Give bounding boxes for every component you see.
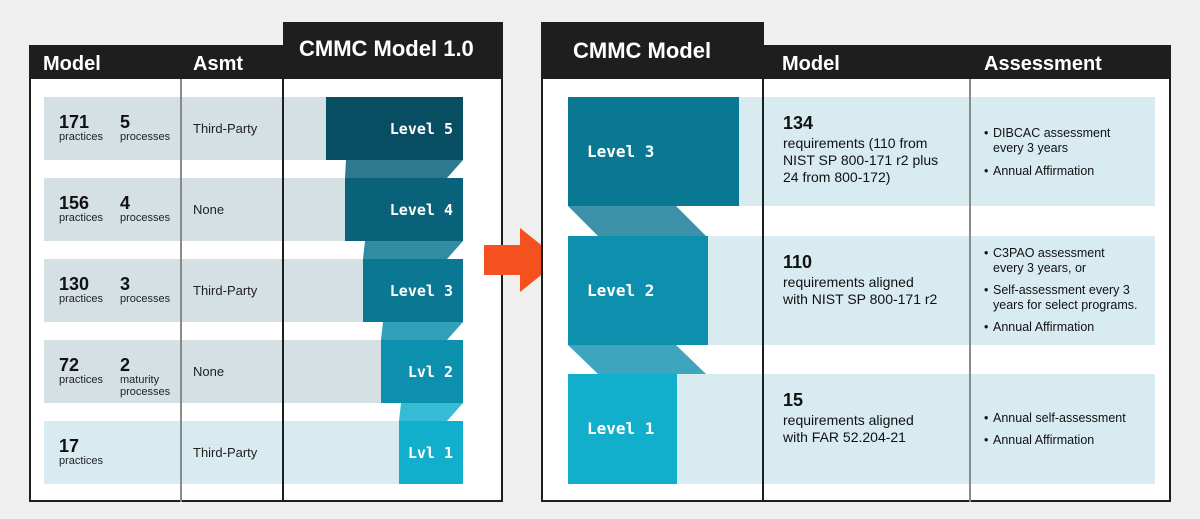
assessment-bullet: Annual Affirmation [984,164,1094,179]
level-connector [568,345,706,374]
left-row-bg [44,97,326,160]
practices-label: practices [59,455,104,467]
level-bar [345,178,463,241]
practices-count: 156 [59,193,90,213]
level-label: Level 3 [587,141,655,161]
assessment-bullet-line: Annual Affirmation [993,164,1095,178]
requirements-text: requirements aligned [783,274,914,290]
assessment-bullet-line: DIBCAC assessment [993,126,1111,140]
practices-label: practices [59,374,104,386]
level-bar [326,97,463,160]
assessment-bullet-line: years for select programs. [993,298,1138,312]
requirements-text: with FAR 52.204-21 [783,429,906,445]
level-bar [568,374,677,484]
processes-count: 5 [120,112,131,132]
processes-label: processes [120,131,171,143]
right-divider-1 [762,79,764,502]
practices-count: 72 [59,355,80,375]
assessment-bullet-line: Annual self-assessment [993,411,1126,425]
right-title-tab: CMMC Model [541,22,764,79]
assessment-bullet: Annual Affirmation [984,320,1094,335]
practices-label: practices [59,212,104,224]
level-connector [381,322,463,340]
left-divider-2 [282,79,284,502]
requirements-count: 15 [783,390,804,410]
left-header-model: Model [29,45,181,79]
requirements-count: 134 [783,113,814,133]
assessment-bullet-line: every 3 years, or [993,261,1087,275]
level-bar [363,259,463,322]
processes-label-2: processes [120,386,171,398]
right-header-model: Model [764,45,970,79]
practices-count: 171 [59,112,90,132]
processes-label: maturity [120,374,160,386]
right-arrow-icon [484,228,560,292]
level-connector [363,241,463,259]
level-bar [568,236,708,345]
right-row-bg [677,374,1155,484]
right-header-assessment: Assessment [970,45,1171,79]
level-label: Level 2 [587,280,655,300]
requirements-text: 24 from 800-172) [783,169,891,185]
assessment-bullet: Annual Affirmation [984,433,1094,448]
level-label: Level 1 [587,419,655,438]
level-connector [399,403,463,421]
assessment-bullet-line: Annual Affirmation [993,320,1095,334]
level-bar [399,421,463,484]
left-row-bg [44,340,381,403]
right-divider-2 [969,79,971,502]
level-label: Level 5 [389,120,453,138]
assessment-type: None [193,364,225,379]
assessment-bullet-line: every 3 years [993,141,1069,155]
assessment-type: None [193,202,225,217]
practices-count: 17 [59,436,80,456]
assessment-bullet-line: Self-assessment every 3 [993,283,1130,297]
requirements-text: requirements aligned [783,412,914,428]
requirements-text: NIST SP 800-171 r2 plus [783,152,939,168]
level-connector [568,206,706,236]
level-label: Level 3 [389,282,453,300]
level-bar [381,340,463,403]
assessment-type: Third-Party [193,121,258,136]
assessment-bullet-line: C3PAO assessment [993,246,1105,260]
left-divider-1 [180,79,182,502]
practices-label: practices [59,293,104,305]
processes-count: 4 [120,193,131,213]
level-connector [345,160,463,178]
left-row-bg [44,259,363,322]
assessment-type: Third-Party [193,445,258,460]
level-label: Lvl 1 [407,444,453,462]
left-row-bg [44,421,399,484]
level-label: Level 4 [389,201,453,219]
assessment-bullet-line: Annual Affirmation [993,433,1095,447]
processes-count: 3 [120,274,131,294]
assessment-bullet: Annual self-assessment [984,411,1126,426]
requirements-text: with NIST SP 800-171 r2 [783,291,938,307]
processes-label: processes [120,293,171,305]
left-row-bg [44,178,345,241]
practices-label: practices [59,131,104,143]
assessment-type: Third-Party [193,283,258,298]
practices-count: 130 [59,274,90,294]
left-title-tab: CMMC Model 1.0 [283,22,503,79]
processes-count: 2 [120,355,131,375]
requirements-text: requirements (110 from [783,135,928,151]
left-header-asmt: Asmt [181,45,283,79]
requirements-count: 110 [783,252,813,272]
level-label: Lvl 2 [407,363,453,381]
processes-label: processes [120,212,171,224]
level-bar [568,97,739,206]
